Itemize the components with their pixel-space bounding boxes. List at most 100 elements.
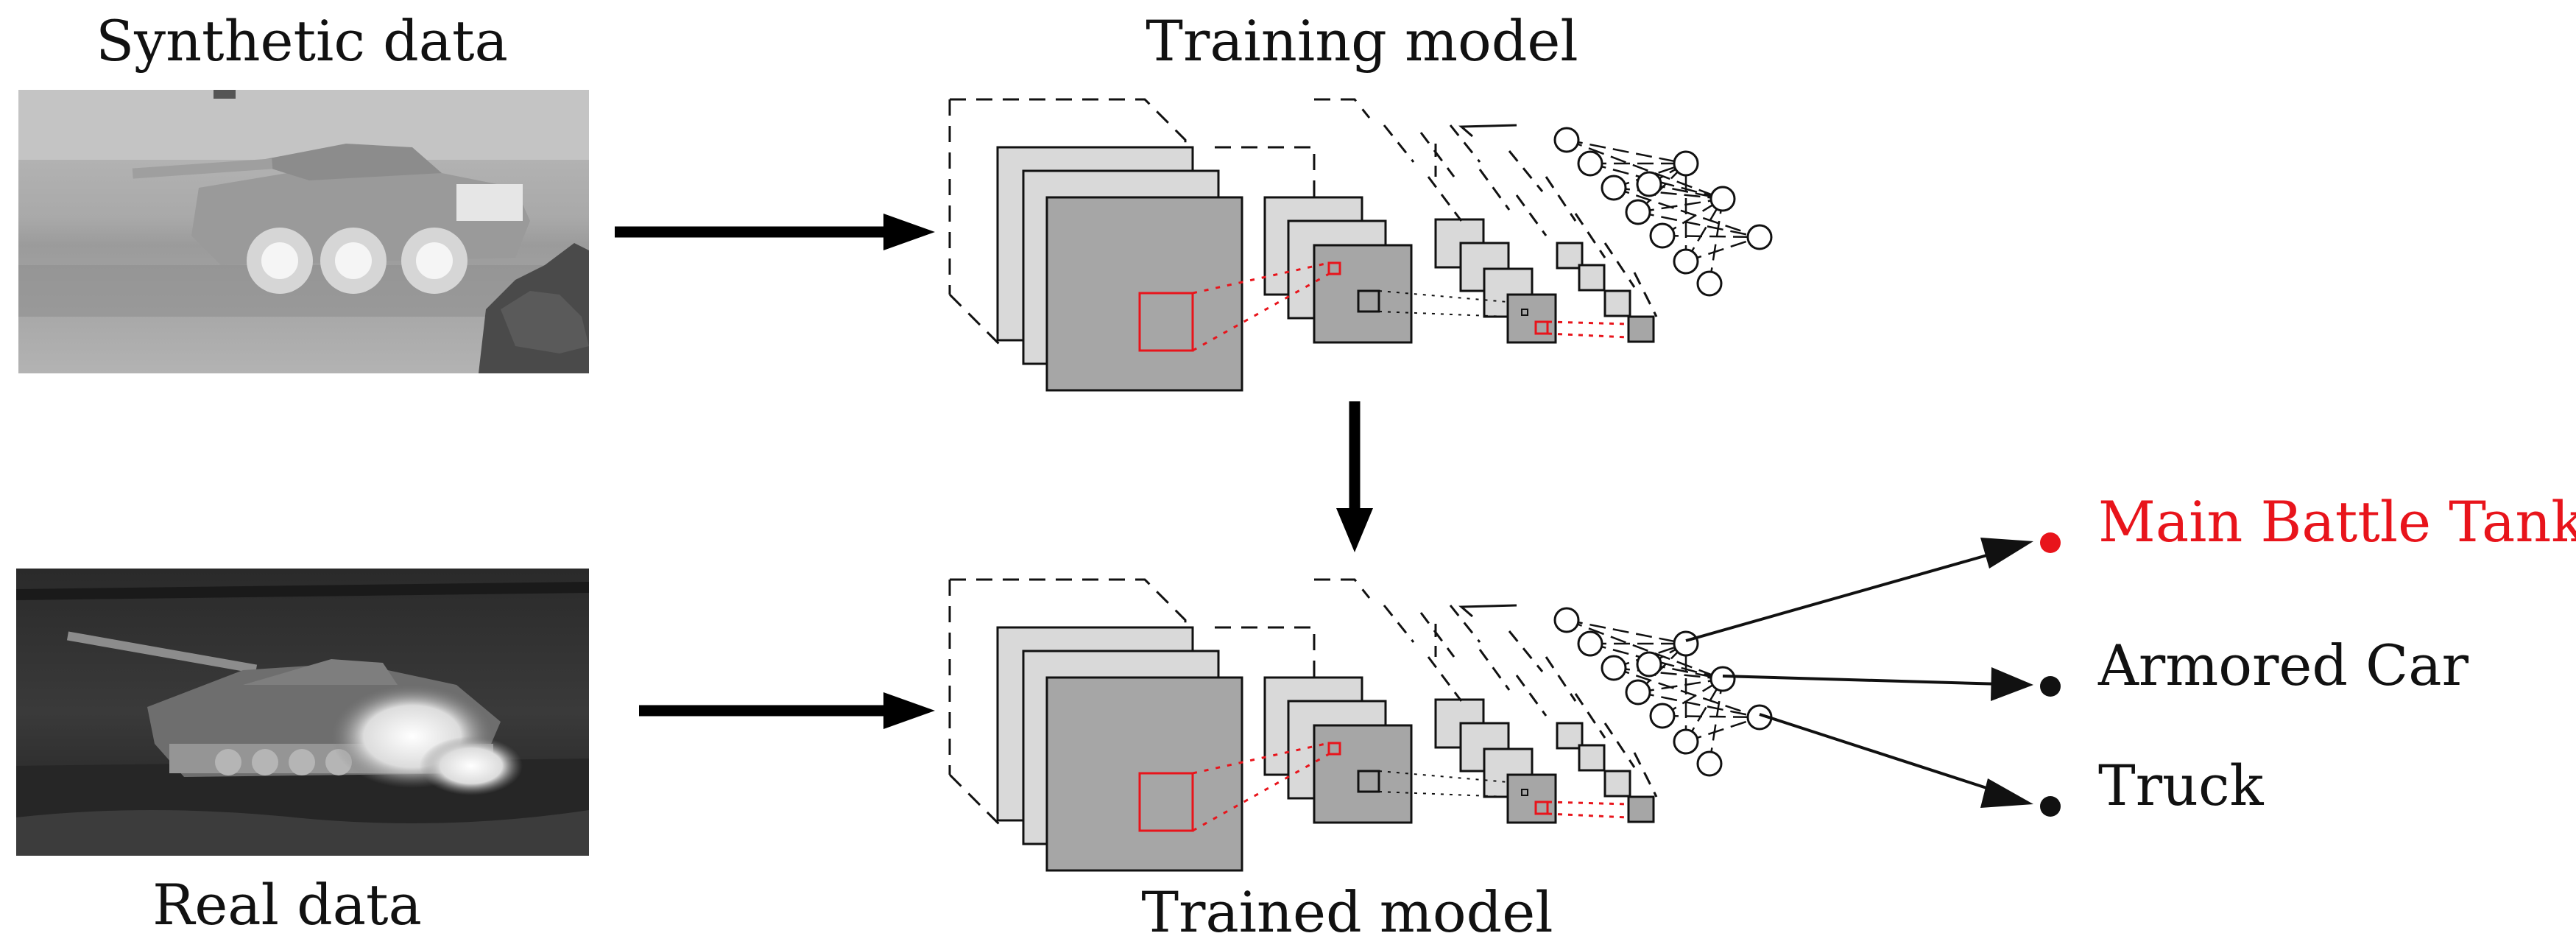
kernel-box-small [1521,789,1528,796]
depth-stroke [1427,656,1463,702]
depth-stroke [1449,124,1481,163]
depth-stroke [1508,150,1544,192]
feature-map-block-4 [1627,315,1655,343]
class-label-truck: Truck [2098,753,2265,818]
projection-line [1378,770,1508,783]
fc-connection [1637,197,1723,214]
conv-block-2-outline [1215,626,1316,716]
synthetic-data-image [18,90,589,373]
receptive-field-box-small [1327,261,1341,275]
neuron-node [1553,607,1580,633]
fc-connection [1613,186,1723,200]
neuron-node [1673,728,1699,755]
fc-connection [1637,691,1760,719]
projection-line [1547,812,1629,819]
feature-map-block-4 [1556,242,1584,270]
neuron-node [1649,703,1676,729]
projection-line [1547,320,1629,326]
depth-stroke [1603,722,1636,768]
receptive-field-box [1138,772,1194,832]
conv-block-1-outline [948,773,1003,828]
projection-line [1378,290,1508,303]
conv-block-2-outline [1314,98,1371,119]
fc-connection [1566,619,1723,680]
depth-stroke [1515,194,1548,236]
depth-stroke [1419,132,1455,177]
neuron-node [1577,630,1603,657]
feature-map-block-4 [1578,264,1606,292]
depth-stroke [1603,242,1636,288]
projection-line [1192,272,1330,352]
projection-line [1378,791,1508,798]
fc-connection [1685,236,1760,263]
receptive-field-box-tiny [1534,801,1549,815]
neuron-node [1673,248,1699,275]
synthetic-data-label: Synthetic data [96,8,508,74]
class-label-main-battle-tank: Main Battle Tank [2098,489,2576,555]
depth-stroke [1478,169,1511,211]
trained-model-network [948,578,1773,872]
depth-stroke [1515,675,1548,717]
fc-connection [1637,211,1760,239]
neuron-node [1553,127,1580,153]
projection-line [1547,332,1629,339]
real-data-image [16,569,589,856]
fc-connection [1613,666,1723,680]
arrow-real-to-trained [639,692,935,729]
fc-connection [1708,678,1724,764]
depth-stroke [1427,176,1463,222]
neuron-node [1673,630,1699,657]
fc-connection [1637,678,1723,694]
neuron-node [1601,175,1627,201]
feature-map-block-4 [1603,770,1631,798]
depth-stroke [1633,272,1658,317]
neuron-node [1601,655,1627,681]
feature-map-block-4 [1603,289,1631,317]
arrowhead-armored-car [1991,667,2033,701]
fc-connection [1708,198,1724,284]
depth-stroke [1449,605,1481,643]
neuron-node [1625,199,1651,225]
fc-connection [1662,234,1760,239]
depth-stroke [1508,630,1544,672]
arrow-to-armored-car [1722,675,2003,686]
neuron-node [1746,224,1773,250]
depth-arrowhead [1458,124,1517,138]
class-dot-truck [2040,796,2061,817]
depth-stroke [1383,124,1415,163]
neuron-node [1673,150,1699,177]
neuron-node [1696,750,1723,777]
arrowhead-truck [1980,778,2033,808]
class-dot-main-battle-tank [2040,532,2061,553]
depth-stroke [1545,656,1577,702]
conv-block-1-outline [948,293,1003,348]
kernel-box [1357,770,1380,793]
neuron-node [1625,679,1651,706]
projection-line [1192,753,1330,832]
arrow-to-truck [1759,713,2003,795]
depth-stroke [1419,612,1455,658]
fc-connection [1662,714,1760,719]
depth-arrowhead [1458,604,1517,618]
fc-connection [1685,716,1760,743]
arrow-synthetic-to-training [615,214,935,250]
neuron-node [1709,666,1736,692]
projection-line [1547,801,1629,806]
arrow-to-main-battle-tank [1685,549,2003,642]
depth-stroke [1574,213,1606,258]
kernel-box-small [1521,309,1528,316]
projection-line [1378,311,1508,317]
receptive-field-box [1138,292,1194,352]
feature-map-block-3 [1506,773,1557,824]
depth-stroke [1633,752,1658,798]
class-label-armored-car: Armored Car [2097,633,2469,698]
conv-block-2-outline [1215,146,1316,236]
fc-connection [1566,619,1687,645]
conv-block-2-outline [1314,578,1371,599]
neuron-node [1696,270,1723,297]
depth-stroke [1383,605,1415,643]
class-dot-armored-car [2040,676,2061,697]
training-model-label: Training model [1146,8,1578,74]
neuron-node [1709,186,1736,212]
